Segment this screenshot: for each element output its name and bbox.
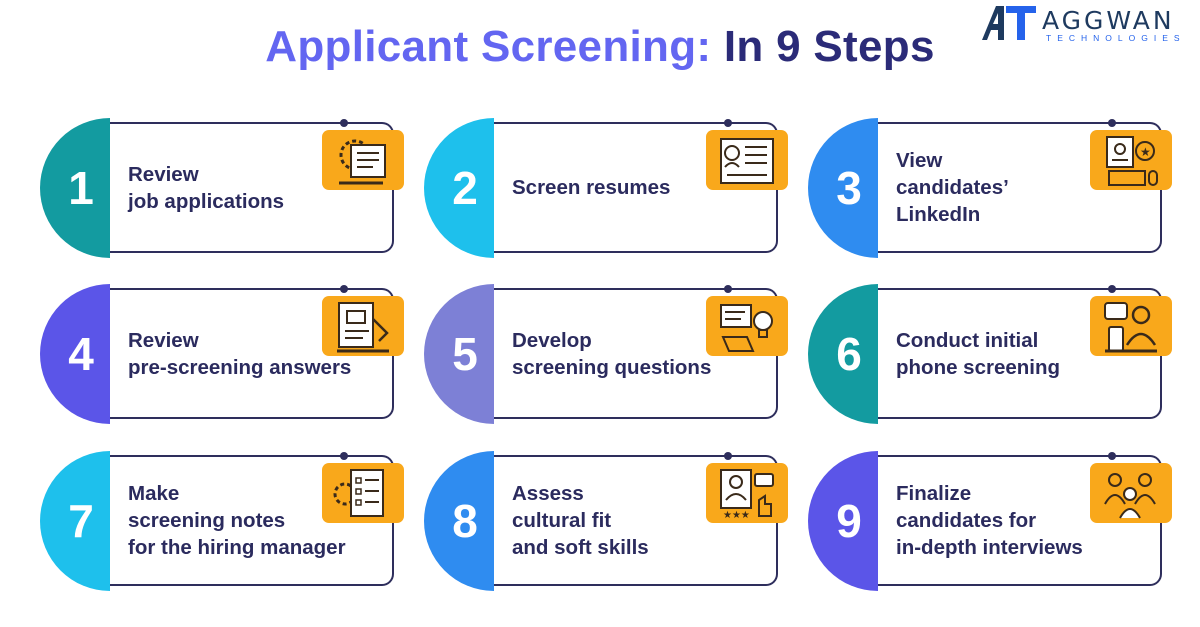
- step-icon-box: [706, 130, 788, 190]
- step-card-6: 6 Conduct initial phone screening: [808, 284, 1172, 424]
- step-label: Assess cultural fit and soft skills: [512, 455, 774, 586]
- step-label-line: Assess: [512, 482, 584, 505]
- checklist-gear-icon: [333, 469, 384, 517]
- step-label-line: job applications: [128, 189, 285, 213]
- frame-dot: [724, 452, 732, 460]
- step-label-line: Make: [128, 482, 180, 505]
- title-part-2: In 9 Steps: [723, 22, 935, 71]
- step-card-1: 1 Review job applications: [40, 118, 404, 258]
- step-card-7: 7 Make screening notes for the hiring manag…: [40, 451, 404, 591]
- step-number: 8: [452, 495, 478, 547]
- idea-icon: [720, 304, 773, 352]
- step-number: 7: [68, 495, 94, 547]
- svg-text:★: ★: [1140, 145, 1151, 159]
- step-label-line: candidates’: [896, 176, 1009, 199]
- frame-dot: [724, 285, 732, 293]
- document-gear-icon: [339, 139, 386, 185]
- step-label-line: Finalize: [896, 482, 972, 505]
- step-label: Review job applications: [128, 122, 390, 253]
- company-logo: AGGWAN TECHNOLOGIES: [980, 4, 1190, 44]
- step-label: Conduct initial phone screening: [896, 288, 1158, 419]
- step-number: 5: [452, 328, 478, 380]
- logo-brand: AGGWAN: [1042, 6, 1175, 35]
- step-label-line: screening notes: [128, 509, 286, 532]
- svg-text:★★★: ★★★: [723, 510, 750, 521]
- step-number: 1: [68, 162, 94, 214]
- step-label-line: and soft skills: [512, 536, 649, 559]
- step-icon-box: [322, 463, 404, 523]
- step-number: 9: [836, 495, 862, 547]
- logo-mark-icon: [982, 6, 1036, 40]
- step-label-line: candidates for: [896, 509, 1037, 532]
- step-icon-box: [1090, 296, 1172, 356]
- step-label-line: pre-screening answers: [128, 355, 352, 379]
- step-label: Finalize candidates for in-depth interview…: [896, 455, 1158, 586]
- frame-dot: [724, 119, 732, 127]
- step-label-line: View: [896, 149, 943, 172]
- step-card-8: 8 Assess cultural fit and soft skills ★★★: [424, 451, 788, 591]
- frame-dot: [340, 285, 348, 293]
- frame-dot: [340, 119, 348, 127]
- step-label-line: LinkedIn: [896, 203, 981, 226]
- step-label-line: Review: [128, 162, 199, 186]
- logo-subtitle: TECHNOLOGIES: [1046, 33, 1186, 43]
- step-card-5: 5 Develop screening questions: [424, 284, 788, 424]
- step-label: View candidates’ LinkedIn: [896, 122, 1158, 253]
- step-label-line: screening questions: [512, 355, 712, 379]
- team-icon: [1104, 473, 1156, 519]
- step-number: 2: [452, 162, 478, 214]
- step-label-line: Conduct initial: [896, 328, 1039, 352]
- step-icon-box: [1090, 463, 1172, 523]
- profile-computer-icon: ★: [1106, 136, 1158, 186]
- step-number: 6: [836, 328, 862, 380]
- frame-dot: [1108, 452, 1116, 460]
- step-icon-box: ★★★: [706, 463, 788, 523]
- call-person-icon: [1104, 302, 1157, 353]
- step-label-line: Screen resumes: [512, 176, 671, 199]
- step-label-line: Review: [128, 328, 199, 352]
- frame-dot: [1108, 119, 1116, 127]
- step-label-line: cultural fit: [512, 509, 612, 532]
- step-card-3: 3 View candidates’ LinkedIn ★: [808, 118, 1172, 258]
- frame-dot: [1108, 285, 1116, 293]
- step-icon-box: ★: [1090, 130, 1172, 190]
- step-label-line: in-depth interviews: [896, 536, 1083, 559]
- step-number: 4: [68, 328, 94, 380]
- step-label-line: phone screening: [896, 355, 1061, 379]
- title-part-1: Applicant Screening:: [265, 22, 712, 71]
- step-label: Make screening notes for the hiring manage…: [128, 455, 390, 586]
- feedback-icon: ★★★: [720, 469, 774, 521]
- step-label-line: Develop: [512, 328, 592, 352]
- step-label: Develop screening questions: [512, 288, 774, 419]
- page-title: Applicant Screening: In 9 Steps: [0, 22, 1200, 72]
- step-label: Review pre-screening answers: [128, 288, 390, 419]
- step-icon-box: [706, 296, 788, 356]
- step-card-4: 4 Review pre-screening answers: [40, 284, 404, 424]
- step-icon-box: [322, 130, 404, 190]
- step-number: 3: [836, 162, 862, 214]
- step-icon-box: [322, 296, 404, 356]
- step-card-9: 9 Finalize candidates for in-depth intervie…: [808, 451, 1172, 591]
- papers-icon: [337, 302, 389, 353]
- step-label-line: for the hiring manager: [128, 536, 346, 559]
- step-card-2: 2 Screen resumes: [424, 118, 788, 258]
- resume-icon: [720, 138, 774, 184]
- frame-dot: [340, 452, 348, 460]
- step-label: Screen resumes: [512, 122, 774, 253]
